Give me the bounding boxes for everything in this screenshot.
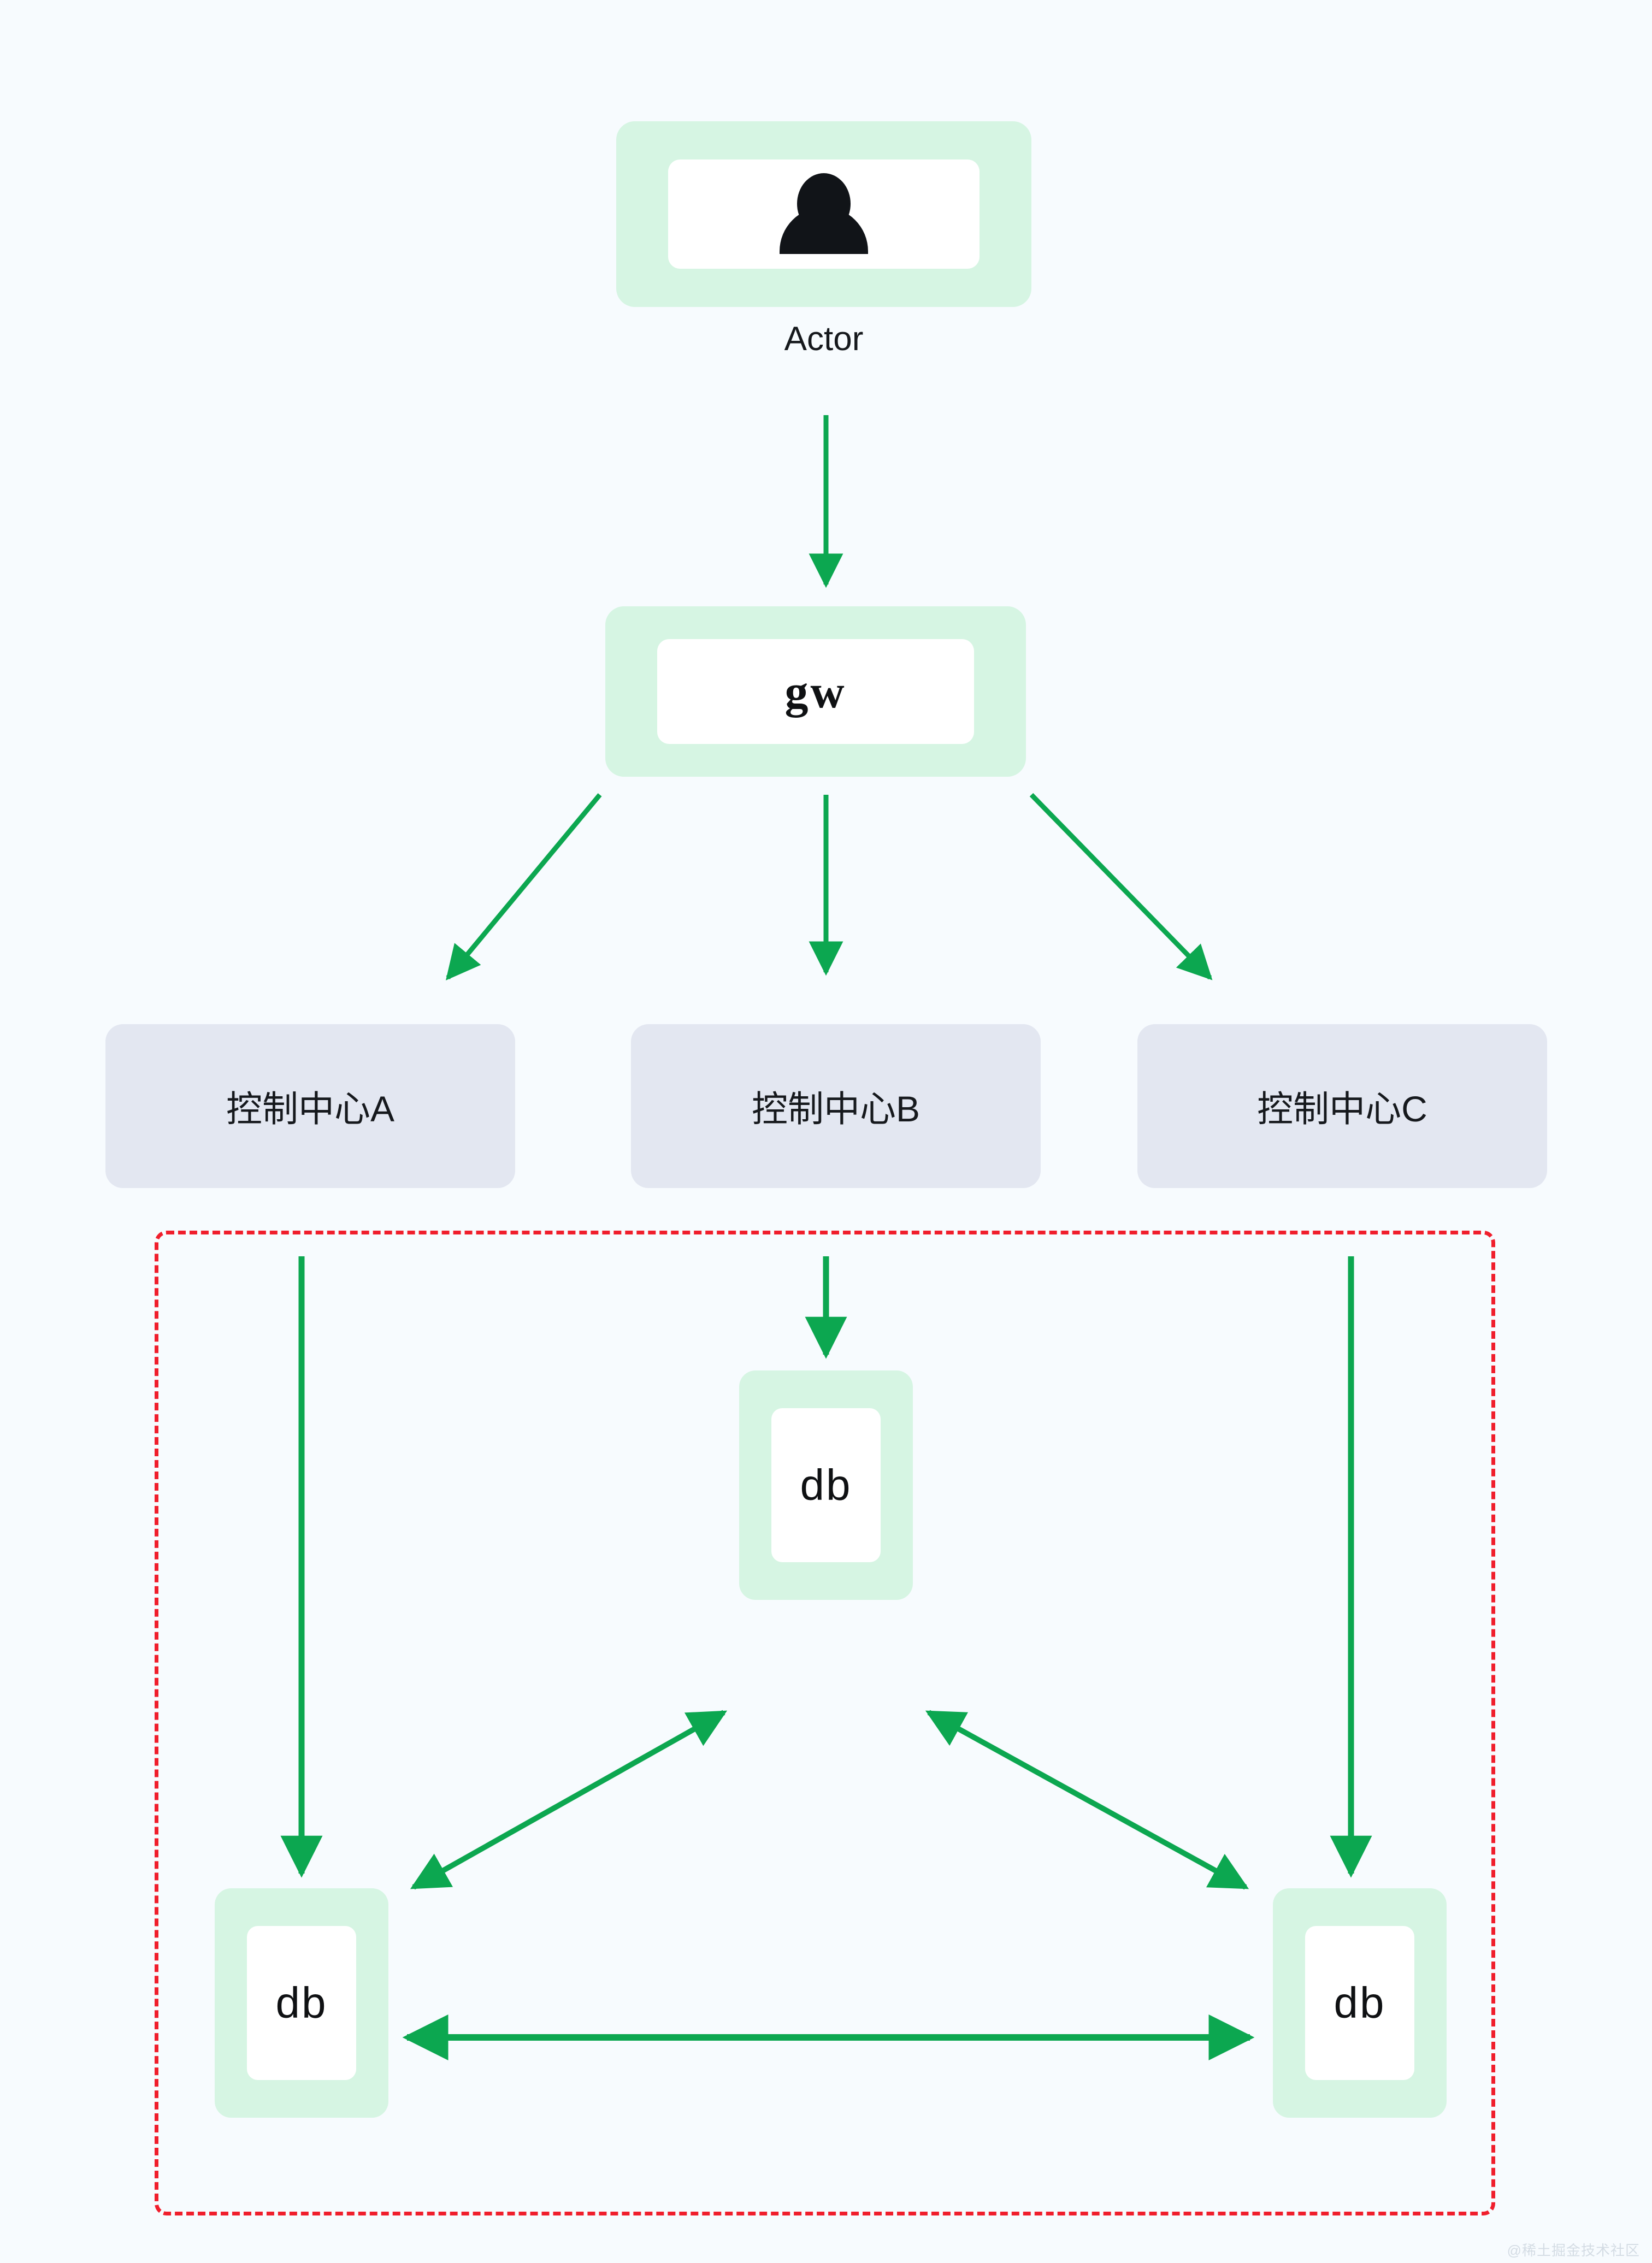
db-right-node-inner: db: [1305, 1926, 1414, 2080]
db-cluster-boundary: [155, 1231, 1495, 2215]
control-center-b-label: 控制中心B: [751, 1089, 921, 1129]
edge-gw-to-cc-c: [1029, 793, 1213, 980]
edge-gw-to-cc-a: [445, 793, 602, 980]
watermark: @稀土掘金技术社区: [1507, 2242, 1640, 2259]
control-center-b-node[interactable]: 控制中心B: [631, 1024, 1041, 1188]
person-icon: [780, 173, 868, 255]
gateway-label: gw: [784, 665, 847, 718]
db-left-node[interactable]: db: [215, 1888, 388, 2118]
control-center-c-node[interactable]: 控制中心C: [1137, 1024, 1547, 1188]
actor-node[interactable]: [616, 121, 1031, 307]
db-mid-node[interactable]: db: [739, 1370, 913, 1600]
gateway-node-inner: gw: [657, 639, 974, 744]
control-center-c-label: 控制中心C: [1257, 1089, 1427, 1129]
gateway-node[interactable]: gw: [605, 606, 1026, 777]
person-icon-body: [780, 207, 868, 254]
db-left-node-inner: db: [247, 1926, 356, 2080]
actor-node-inner: [668, 159, 980, 269]
db-mid-node-inner: db: [771, 1408, 881, 1562]
actor-label: Actor: [784, 320, 864, 358]
db-left-label: db: [275, 1978, 328, 2027]
control-center-a-label: 控制中心A: [226, 1089, 395, 1129]
control-center-a-node[interactable]: 控制中心A: [105, 1024, 515, 1188]
db-right-label: db: [1334, 1978, 1386, 2027]
db-mid-label: db: [800, 1461, 852, 1509]
db-right-node[interactable]: db: [1273, 1888, 1447, 2118]
